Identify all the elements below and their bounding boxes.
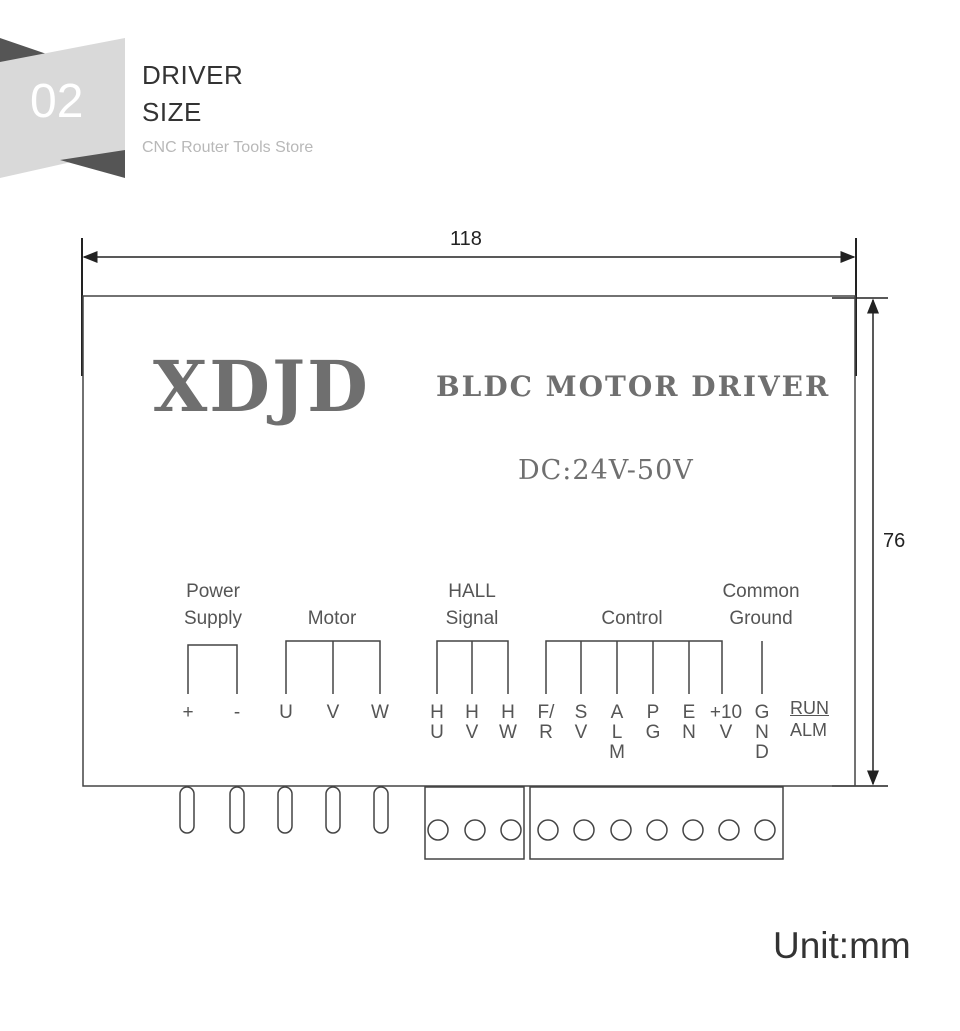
- pin-label: +10 V: [709, 702, 743, 743]
- bracket-power: [187, 644, 238, 694]
- group-label-control: Control: [601, 608, 663, 629]
- group-label-hall: HALL Signal: [445, 581, 499, 629]
- header-badge: [0, 38, 125, 178]
- brand-logo-text: XDJD: [153, 345, 370, 428]
- terminal-screw: [464, 819, 486, 841]
- alarm-indicator-label: ALM: [790, 720, 828, 740]
- width-value: 118: [450, 228, 482, 250]
- pin-label: P G: [645, 702, 661, 743]
- pin-label: E N: [682, 702, 696, 743]
- badge-light: [0, 38, 125, 178]
- terminal-screw: [573, 819, 595, 841]
- pin-label: W: [371, 702, 389, 723]
- pin-label: G N D: [754, 702, 770, 763]
- unit-label: Unit:mm: [773, 925, 911, 966]
- terminal-screw: [754, 819, 776, 841]
- badge-dark-bottom: [60, 150, 125, 178]
- prong: [179, 786, 195, 834]
- section-number: 02: [30, 75, 84, 128]
- product-name: BLDC MOTOR DRIVER: [436, 370, 831, 403]
- store-watermark: CNC Router Tools Store: [142, 139, 314, 156]
- hall-connector: [424, 786, 525, 860]
- group-label-power: Power Supply: [183, 581, 243, 629]
- pin-label: S V: [574, 702, 588, 743]
- terminal-screw: [500, 819, 522, 841]
- driver-body: [82, 295, 856, 787]
- voltage-rating: DC:24V-50V: [518, 455, 694, 486]
- pin-label: H V: [465, 702, 479, 743]
- pin-label: F/ R: [537, 702, 555, 743]
- terminal-screw: [682, 819, 704, 841]
- group-label-ground: Common Ground: [722, 581, 800, 629]
- prong: [373, 786, 389, 834]
- control-connector: [529, 786, 784, 860]
- terminal-screw: [646, 819, 668, 841]
- pin-label: -: [233, 702, 241, 723]
- terminal-screw: [718, 819, 740, 841]
- run-indicator-label: RUN: [790, 698, 829, 718]
- pin-prongs: [179, 786, 389, 834]
- pin-label: H W: [499, 702, 517, 743]
- section-title-line1: DRIVER: [142, 60, 244, 90]
- pin-label: A L M: [609, 702, 625, 763]
- pin-label: U: [279, 702, 293, 723]
- height-value: 76: [883, 530, 906, 552]
- pin-label: V: [326, 702, 340, 723]
- bracket-hall: [436, 640, 509, 694]
- section-title-line2: SIZE: [142, 97, 202, 127]
- terminal-screw: [537, 819, 559, 841]
- prong: [229, 786, 245, 834]
- bracket-motor: [285, 640, 381, 694]
- terminal-screw: [427, 819, 449, 841]
- terminal-screw: [610, 819, 632, 841]
- pin-label: H U: [430, 702, 444, 743]
- group-label-motor: Motor: [307, 608, 357, 629]
- prong: [325, 786, 341, 834]
- pin-label: +: [182, 702, 194, 723]
- prong: [277, 786, 293, 834]
- bracket-control: [545, 640, 723, 694]
